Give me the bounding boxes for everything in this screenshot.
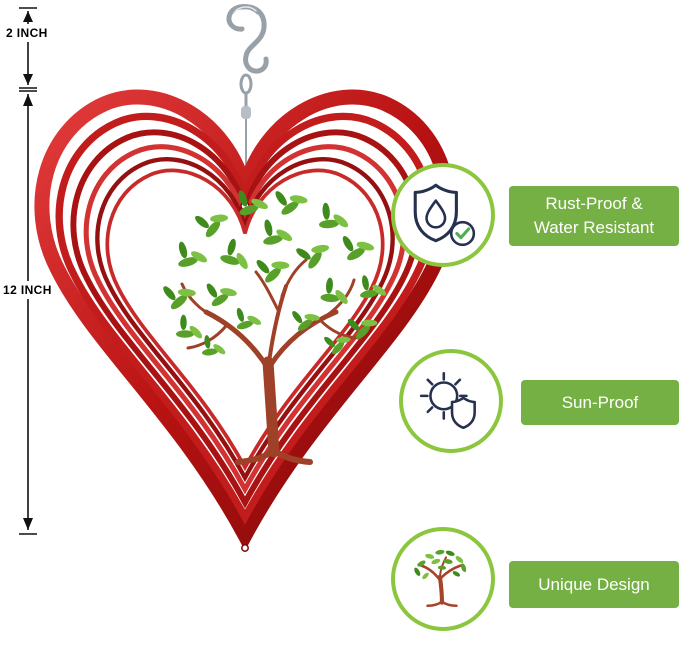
tree-icon xyxy=(414,549,467,608)
tree-leaves xyxy=(160,184,391,363)
shield-water-check-icon xyxy=(413,183,476,247)
feature-banner-rust-proof: Rust-Proof & Water Resistant xyxy=(509,186,679,246)
feature-label-line: Rust-Proof & xyxy=(545,194,643,213)
feature-label-line: Sun-Proof xyxy=(561,392,639,412)
heart-wind-spinner-image xyxy=(34,89,456,552)
feature-circle-sun-proof xyxy=(399,349,503,453)
feature-label-line: Water Resistant xyxy=(533,218,655,237)
feature-banner-sun-proof: Sun-Proof xyxy=(521,380,679,425)
spinner-height-label: 12 INCH xyxy=(0,281,55,299)
feature-circle-rust-proof xyxy=(391,163,495,267)
hook-height-label: 2 INCH xyxy=(3,24,51,42)
hanging-hook-icon xyxy=(226,4,269,201)
feature-label-line: Unique Design xyxy=(538,574,650,594)
bottom-hanging-hole xyxy=(241,544,249,552)
tree-icon-leaves xyxy=(414,549,467,580)
feature-circle-unique-design xyxy=(391,527,495,631)
heart-rings xyxy=(34,89,456,551)
sun-shield-icon xyxy=(419,371,476,430)
spinner-height-arrow xyxy=(19,90,37,535)
tree-of-life-graphic xyxy=(160,184,391,465)
hook-height-arrow xyxy=(19,7,37,89)
feature-banner-unique-design: Unique Design xyxy=(509,561,679,608)
